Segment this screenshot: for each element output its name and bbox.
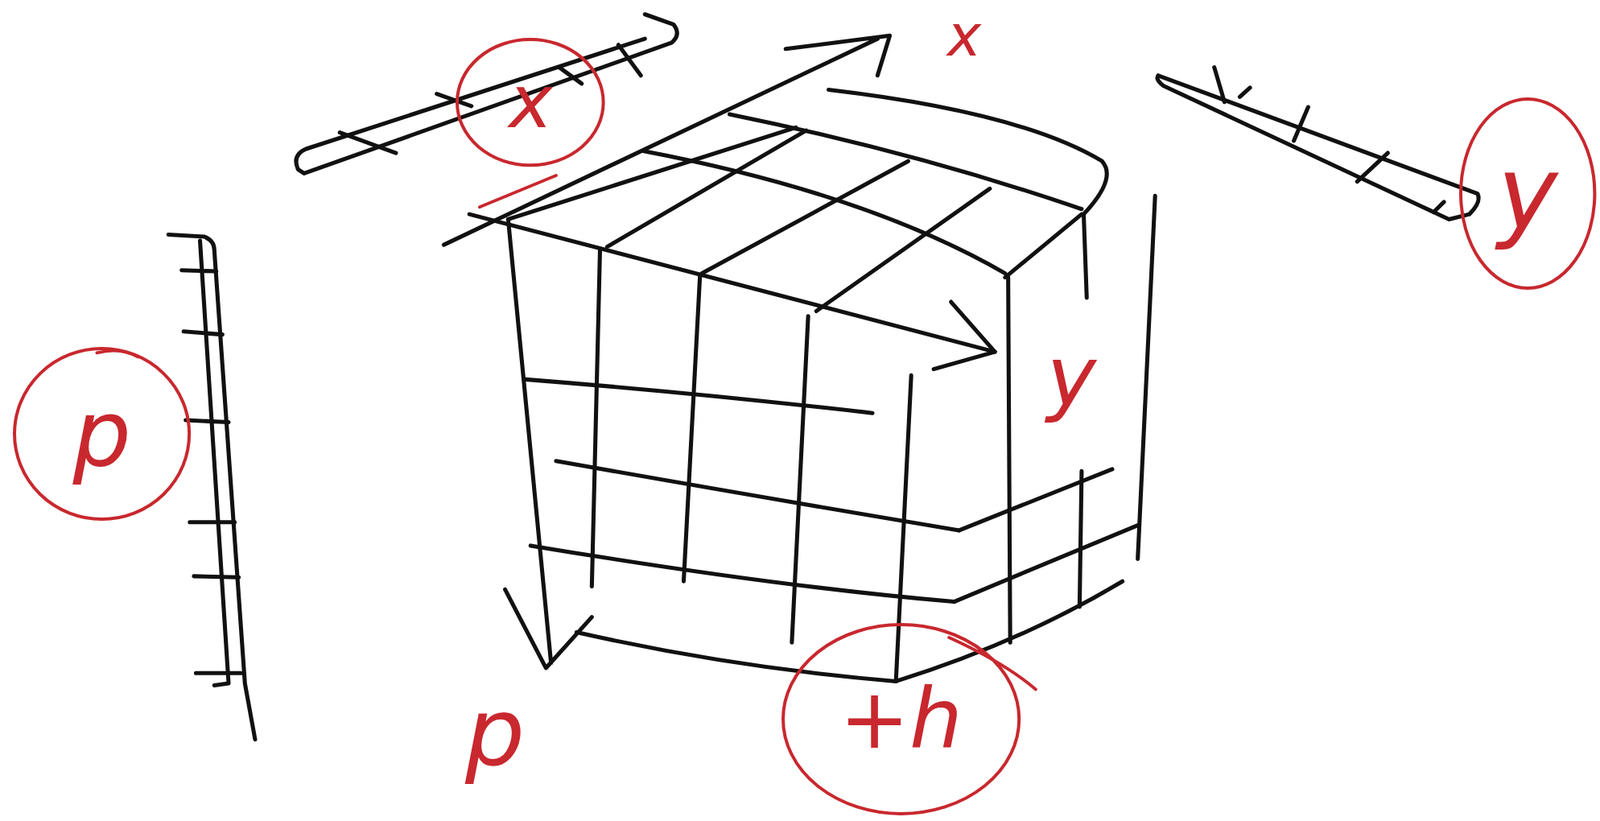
- cube-edge: [828, 90, 1108, 298]
- circle-outline: [783, 624, 1019, 814]
- cube-edge: [505, 218, 593, 669]
- slider-bar: [1157, 75, 1479, 220]
- circled-label: p: [12, 346, 192, 522]
- circle-outline: [457, 39, 604, 165]
- slider-tick: [181, 270, 242, 673]
- node-text: +h: [839, 677, 963, 762]
- axis-label: x: [947, 7, 982, 65]
- node-text: y: [1496, 142, 1558, 245]
- axis-label: p: [465, 685, 525, 780]
- slider-tick: [339, 45, 641, 153]
- cube-grid: [507, 127, 1082, 311]
- pen-stroke: [96, 175, 1036, 690]
- axis-label: y: [1046, 335, 1097, 420]
- node-text: p: [73, 387, 132, 480]
- node-text: x: [508, 65, 553, 139]
- slider-bar: [168, 234, 256, 739]
- slider-tick: [1214, 67, 1444, 213]
- cube-grid: [591, 249, 912, 681]
- cube-grid: [525, 379, 960, 681]
- circled-label: x: [454, 37, 607, 168]
- axis-arrow: [933, 301, 995, 370]
- cube-grid: [895, 469, 1138, 682]
- circle-outline: [1460, 98, 1595, 289]
- cube-grid: [469, 114, 1082, 352]
- cube-grid: [1008, 195, 1156, 643]
- circled-label: y: [1458, 96, 1597, 291]
- circle-outline: [14, 348, 190, 520]
- slider-bar: [296, 14, 677, 174]
- circled-label: +h: [780, 622, 1022, 817]
